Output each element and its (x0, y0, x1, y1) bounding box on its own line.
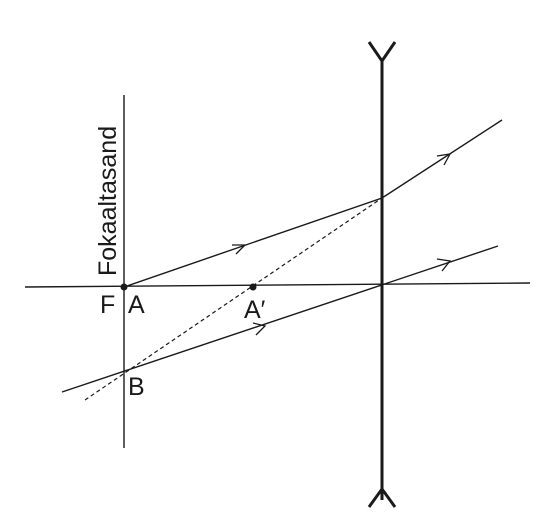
optical-axis (24, 282, 531, 288)
upper-ray-refracted (381, 119, 503, 199)
upper-ray-incident-arrow (232, 244, 247, 255)
upper-ray-refracted-arrow (436, 153, 452, 166)
point-b-label: B (128, 373, 145, 401)
diverging-lens (367, 41, 397, 508)
point-a-dot (120, 283, 128, 291)
lower-ray (61, 245, 499, 393)
lower-ray-incident-arrow (252, 322, 267, 336)
focal-plane-label: Fokaaltasand (94, 126, 122, 276)
image-point-dot (249, 283, 257, 291)
upper-ray-incident (123, 197, 383, 288)
image-point-label: A′ (244, 296, 266, 324)
lower-ray-outgoing-arrow (436, 258, 452, 272)
focus-label: F (100, 291, 115, 319)
lower-ray-line (61, 245, 499, 393)
point-a-label: A (128, 291, 145, 319)
lens-top-chevron (367, 41, 397, 64)
upper-ray (123, 119, 503, 288)
lens-bottom-chevron (367, 486, 397, 508)
construction-line-dashed (84, 197, 383, 401)
